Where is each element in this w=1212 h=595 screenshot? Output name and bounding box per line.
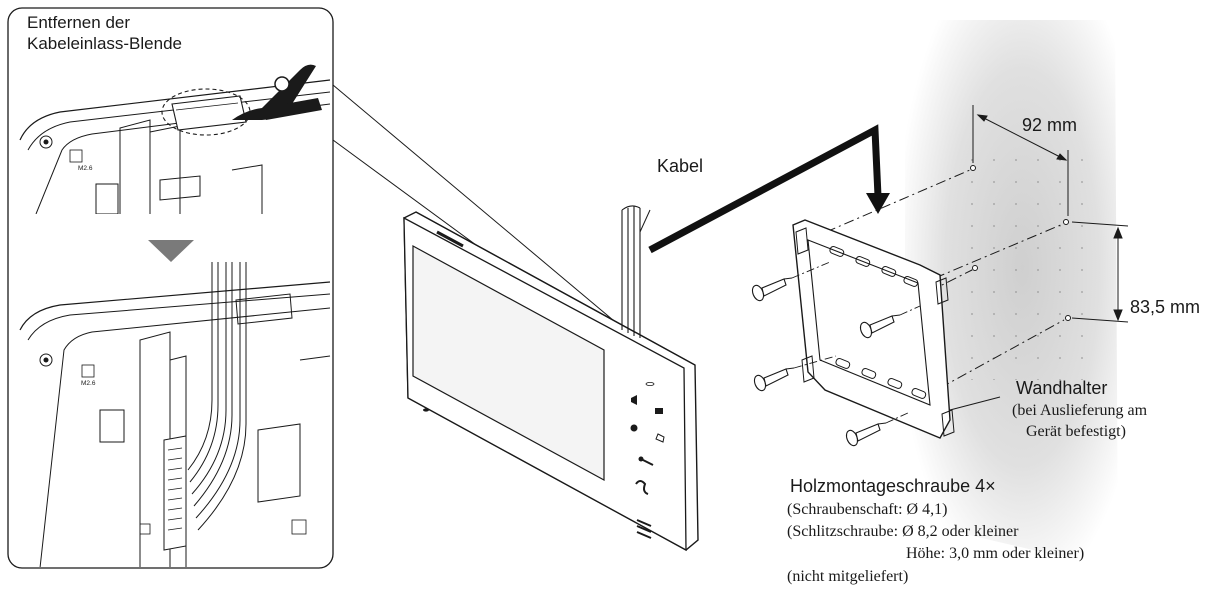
inset-top-detail (19, 64, 331, 214)
monitor-buttons (630, 395, 665, 495)
cable-leader-line (639, 209, 651, 233)
inset-panel: M2.6 (7, 7, 334, 569)
mounting-hole (1065, 315, 1071, 321)
screw-head-spec: (Schlitzschraube: Ø 8,2 oder kleiner (787, 523, 1019, 540)
inset-bottom-detail (19, 262, 331, 567)
wood-screws (751, 277, 901, 447)
cover-removal-line-1: Entfernen der (27, 13, 131, 32)
install-arrow (648, 124, 890, 254)
cover-removal-line-2: Kabeleinlass-Blende (27, 34, 182, 53)
dimension-horizontal-label: 92 mm (1022, 115, 1078, 135)
bell-icon (655, 433, 665, 443)
mounting-hole (972, 265, 978, 271)
cable-bundle (621, 205, 641, 338)
speaker-icon (631, 395, 637, 405)
screw (859, 314, 901, 339)
bracket-title: Wandhalter (1016, 378, 1108, 398)
screw-shaft-spec: (Schraubenschaft: Ø 4,1) (787, 501, 948, 518)
camera-icon (655, 408, 663, 414)
handset-icon (635, 480, 649, 495)
screw-not-included-note: (nicht mitgeliefert) (787, 568, 909, 585)
speaker-grille (636, 519, 652, 539)
bracket-note: (bei Auslieferung am Gerät befestigt) (1012, 400, 1147, 442)
dimension-vertical-label: 83,5 mm (1130, 297, 1201, 317)
video-monitor (403, 211, 699, 552)
mounting-hole (970, 165, 976, 171)
bracket-note-line-2: Gerät befestigt) (1026, 423, 1126, 440)
screw-size-tag: M2.6 (81, 380, 96, 387)
bracket-note-line-1: (bei Auslieferung am (1012, 402, 1148, 419)
screw-alignment-lines (791, 261, 921, 424)
cover-removal-label: Entfernen der Kabeleinlass-Blende (27, 12, 182, 54)
bracket-leader-line (949, 396, 1001, 411)
transition-arrow (148, 240, 194, 262)
screw-title: Holzmontageschraube 4× (790, 476, 996, 496)
screw-height-spec: Höhe: 3,0 mm oder kleiner) (906, 545, 1085, 562)
screw-size-tag: M2.6 (78, 165, 93, 172)
dimension-lines (972, 105, 1129, 323)
monitor-screen (412, 244, 605, 482)
mounting-hole (1063, 219, 1069, 225)
screw (845, 422, 887, 447)
cable-label: Kabel (657, 156, 704, 176)
screw (753, 367, 795, 392)
wall-surface (905, 20, 1118, 570)
screw (751, 277, 793, 302)
settings-icon (630, 424, 638, 432)
